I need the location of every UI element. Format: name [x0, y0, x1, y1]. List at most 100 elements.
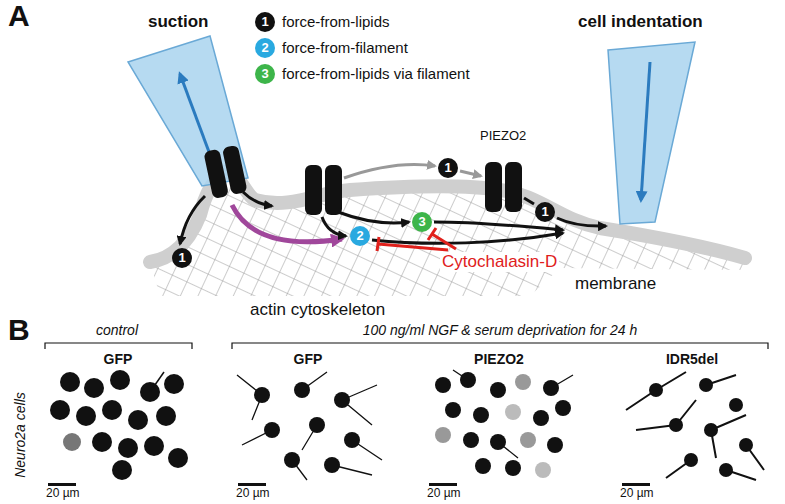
cell-body-dim: [535, 462, 551, 478]
neurite: [150, 372, 164, 392]
cell-body: [76, 406, 96, 426]
cell-body-dim: [435, 427, 451, 443]
panel-letter: B: [8, 314, 30, 346]
cell-body: [719, 463, 733, 477]
cell-body-dim: [515, 374, 531, 390]
indentation-arrow: [641, 62, 650, 200]
cell-body: [533, 410, 549, 426]
cell-body: [84, 378, 104, 398]
legend-text: force-from-lipids via filament: [282, 64, 470, 84]
channel-middle: [305, 165, 342, 215]
cell-body: [164, 374, 184, 394]
cell-body: [684, 453, 698, 467]
cell-body: [309, 417, 325, 433]
panel-title: GFP: [232, 350, 384, 368]
cell-body: [547, 437, 563, 453]
force-arrow: [557, 218, 606, 226]
cell-body: [490, 434, 506, 450]
cell-body: [334, 392, 350, 408]
cell-body: [284, 452, 300, 468]
callout-number: 2: [350, 226, 370, 246]
cell-body: [118, 438, 138, 458]
cell-body: [699, 378, 713, 392]
structure-label: membrane: [575, 274, 656, 294]
cell-body-dim: [505, 404, 521, 420]
cell-body: [110, 370, 130, 390]
image-panel: PIEZO220 µm: [423, 350, 575, 502]
micrograph: [48, 370, 188, 486]
scale-bar: [238, 483, 266, 486]
callout-number: 1: [438, 158, 458, 178]
cell-body: [649, 383, 663, 397]
cell-body: [168, 448, 188, 468]
channel-subunit: [325, 165, 342, 215]
neurite: [626, 372, 764, 480]
channel-subunit: [485, 162, 502, 212]
callout-number: 2: [255, 38, 275, 58]
condition-header: control: [96, 322, 138, 339]
condition-header: 100 ng/ml NGF & serum deprivation for 24…: [363, 322, 637, 339]
cell-body: [156, 406, 176, 426]
group-bracket: [45, 343, 192, 349]
cell-body: [555, 400, 571, 416]
cell-body: [505, 460, 521, 476]
cell-body: [144, 436, 164, 456]
neurite: [453, 370, 573, 458]
cell-body-dim: [520, 432, 536, 448]
cell-body: [475, 458, 491, 474]
lipid-arrow-grey: [460, 171, 481, 176]
cell-body: [460, 372, 476, 388]
force-arrow: [243, 192, 272, 206]
force-arrow: [524, 198, 534, 204]
cell-body: [102, 400, 122, 420]
cell-body: [344, 432, 360, 448]
callout-number: 1: [172, 248, 192, 268]
cell-body-dim: [63, 433, 81, 451]
image-panel: GFP 20 µm: [42, 350, 194, 502]
scale-label: 20 µm: [620, 486, 654, 500]
panel-title: IDR5del: [616, 350, 768, 368]
panel-letter: A: [8, 0, 30, 32]
cell-body: [128, 410, 148, 430]
scale-label: 20 µm: [46, 486, 80, 500]
cell-body: [112, 460, 132, 480]
force-arrow: [180, 196, 205, 244]
panel-title: GFP: [42, 350, 194, 368]
channel-left: [203, 145, 247, 199]
force-arrow: [322, 217, 346, 236]
callout-number: 3: [412, 212, 432, 232]
cell-body: [704, 423, 718, 437]
channel-subunit: [305, 165, 322, 215]
cell-body: [490, 382, 506, 398]
channel-piezo2: [485, 162, 522, 212]
cell-body: [669, 418, 683, 432]
channel-subunit: [222, 145, 248, 195]
stimulus-label: cell indentation: [578, 12, 703, 32]
panel-title: PIEZO2: [423, 350, 575, 368]
cell-body: [50, 400, 70, 420]
channel-label: PIEZO2: [480, 128, 526, 144]
legend-text: force-from-lipids: [282, 12, 390, 32]
cell-body: [463, 432, 479, 448]
cell-body: [445, 402, 461, 418]
micrograph: [429, 370, 573, 486]
scale-bar: [622, 483, 650, 486]
callout-number: 1: [255, 12, 275, 32]
micrograph: [622, 372, 764, 486]
scale-bar: [429, 483, 457, 486]
cell-body: [729, 398, 743, 412]
neurite: [237, 372, 382, 480]
cell-body: [60, 372, 80, 392]
scale-label: 20 µm: [236, 486, 270, 500]
drug-label: Cytochalasin-D: [440, 252, 559, 272]
stimulus-label: suction: [148, 12, 208, 32]
force-arrow: [372, 233, 563, 243]
cell-body: [254, 387, 270, 403]
cell-body: [473, 407, 489, 423]
structure-label: actin cytoskeleton: [250, 300, 385, 320]
cell-body: [264, 422, 280, 438]
channel-subunit: [505, 162, 522, 212]
indentation-pipette: [608, 42, 695, 224]
scale-bar: [48, 483, 76, 486]
